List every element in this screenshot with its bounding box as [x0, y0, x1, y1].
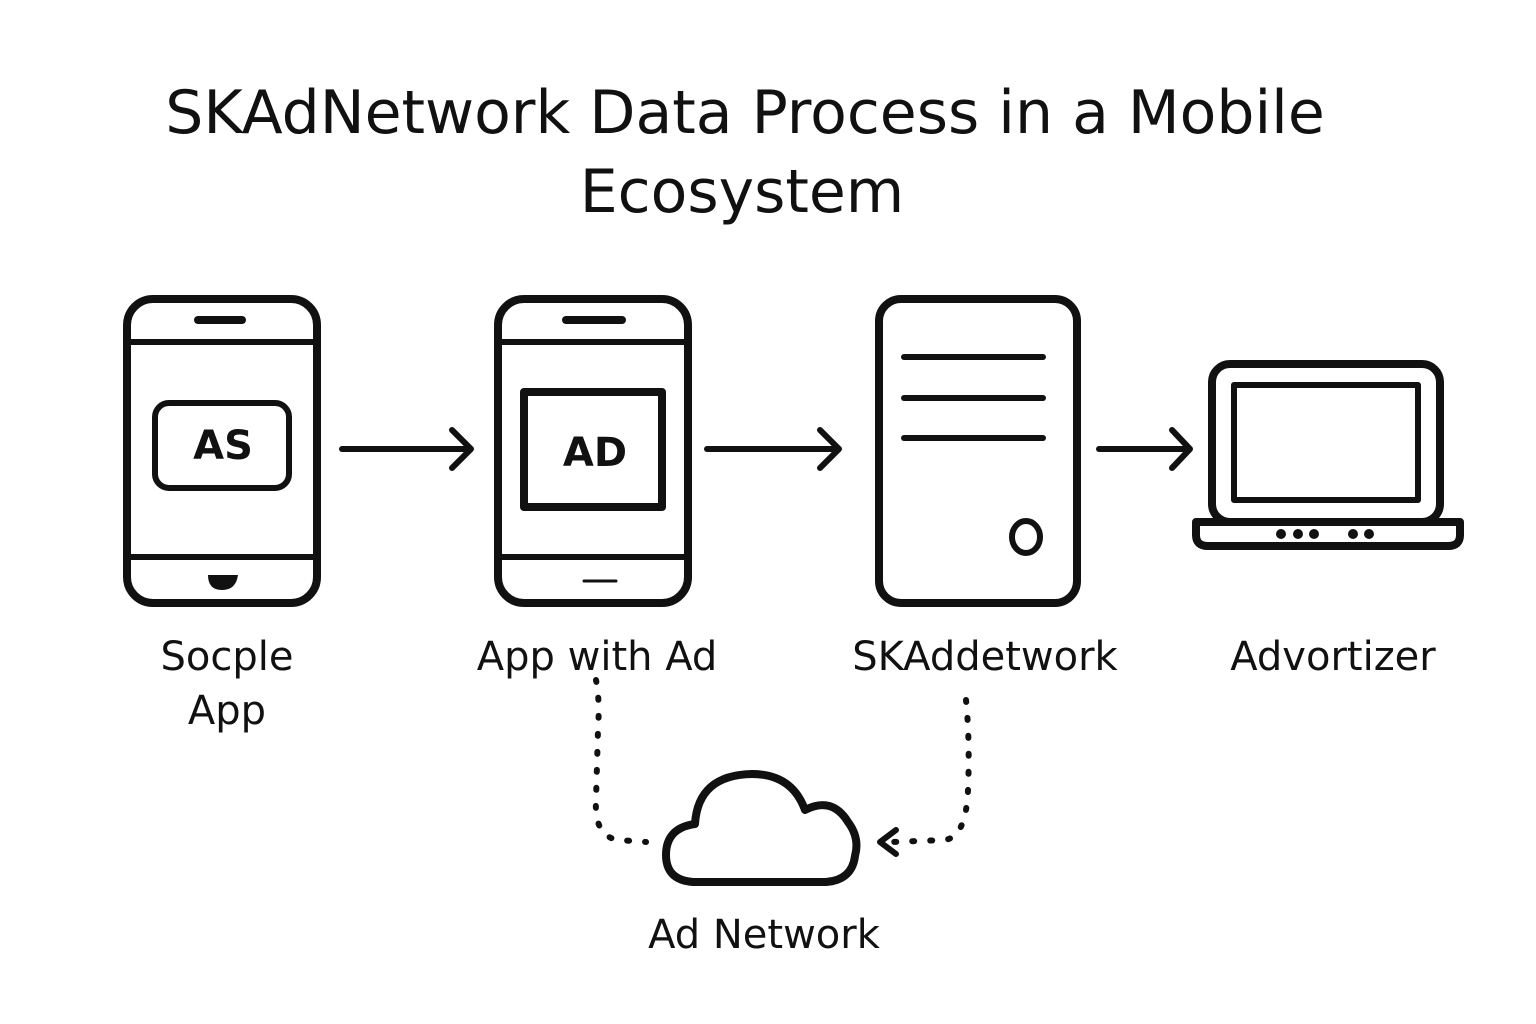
source-app-screen-text: AS [193, 423, 253, 469]
smartphone-icon [494, 295, 692, 607]
dotted-arrow-app-to-cloud [592, 677, 649, 845]
label-source-app-line1: Socple [161, 634, 294, 680]
label-app-with-ad: App with Ad [477, 634, 718, 680]
app-with-ad-screen-text: AD [563, 430, 627, 476]
arrow-app-to-skadnetwork [704, 427, 842, 471]
label-ad-network: Ad Network [648, 912, 881, 958]
arrow-source-to-app [339, 427, 474, 471]
label-source-app-line2: App [188, 688, 266, 734]
cloud-icon [662, 770, 861, 886]
label-skadnetwork: SKAddetwork [852, 634, 1118, 680]
diagram-title-line1: SKAdNetwork Data Process in a Mobile [165, 78, 1324, 148]
server-icon [875, 295, 1081, 607]
arrow-skadnetwork-to-advertizer [1096, 427, 1193, 471]
laptop-icon [1192, 360, 1464, 550]
dotted-arrow-skadnetwork-to-cloud [877, 697, 972, 857]
label-advertizer: Advortizer [1230, 634, 1436, 680]
smartphone-icon [123, 295, 321, 607]
diagram-title-line2: Ecosystem [580, 157, 905, 227]
